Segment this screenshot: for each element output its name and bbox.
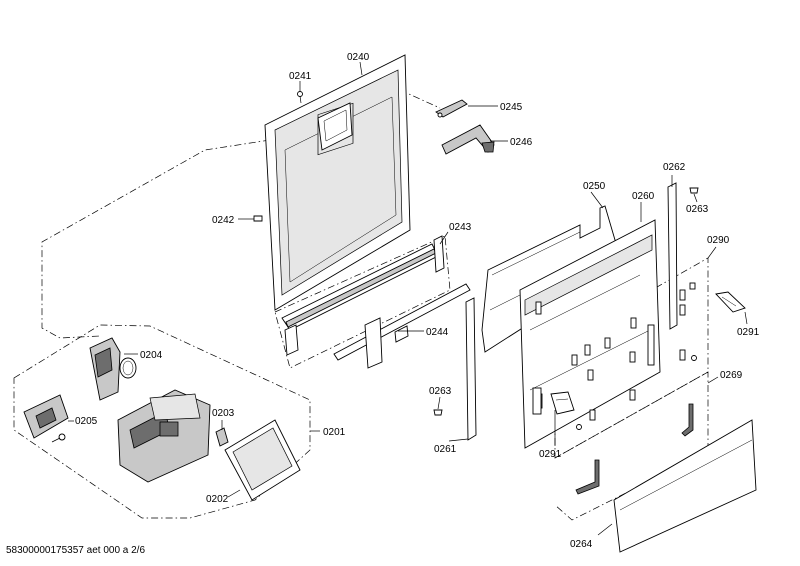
label-0242: 0242 xyxy=(212,215,235,226)
part-0243 xyxy=(281,235,445,356)
part-0202 xyxy=(224,419,301,501)
label-0204: 0204 xyxy=(140,350,163,361)
label-0244: 0244 xyxy=(426,327,449,338)
part-0269 xyxy=(575,403,694,495)
part-0203 xyxy=(215,427,229,447)
label-0246: 0246 xyxy=(510,137,533,148)
part-0290-details xyxy=(571,282,697,430)
label-0205: 0205 xyxy=(75,416,98,427)
part-0244 xyxy=(333,283,471,369)
label-0261: 0261 xyxy=(434,444,457,455)
label-0262: 0262 xyxy=(663,162,686,173)
label-0241: 0241 xyxy=(289,71,312,82)
part-0246 xyxy=(441,124,495,155)
label-0203: 0203 xyxy=(212,408,235,419)
label-0264: 0264 xyxy=(570,539,593,550)
label-0263-upper: 0263 xyxy=(686,204,709,215)
label-0290: 0290 xyxy=(707,235,730,246)
part-0262 xyxy=(667,182,678,330)
label-0269: 0269 xyxy=(720,370,743,381)
label-0202: 0202 xyxy=(206,494,229,505)
part-0291-right xyxy=(715,291,746,313)
label-0245: 0245 xyxy=(500,102,523,113)
part-0260 xyxy=(519,219,661,449)
part-0291-left xyxy=(550,391,575,415)
screw-0242 xyxy=(253,215,263,222)
screw-0263-upper xyxy=(689,187,699,194)
part-0205 xyxy=(23,394,69,443)
label-0250: 0250 xyxy=(583,181,606,192)
drawing-reference: 58300000175357 aet 000 a 2/6 xyxy=(6,545,146,556)
part-0264 xyxy=(613,419,757,553)
label-0260: 0260 xyxy=(632,191,655,202)
screw-0241 xyxy=(297,91,303,104)
part-0201-module xyxy=(117,389,211,483)
label-0201: 0201 xyxy=(323,427,346,438)
part-0245 xyxy=(435,99,468,118)
leader-lines xyxy=(68,61,748,536)
label-0240: 0240 xyxy=(347,52,370,63)
label-0243: 0243 xyxy=(449,222,472,233)
label-0291-left: 0291 xyxy=(539,449,562,460)
screw-0263-lower xyxy=(433,409,443,416)
part-0261 xyxy=(465,297,477,441)
label-0263-lower: 0263 xyxy=(429,386,452,397)
part-labels: 0240 0241 0245 0246 0242 0243 0244 0250 … xyxy=(75,52,760,550)
part-0204 xyxy=(89,337,137,401)
door-inner-panel xyxy=(264,54,411,311)
label-0291-right: 0291 xyxy=(737,327,760,338)
